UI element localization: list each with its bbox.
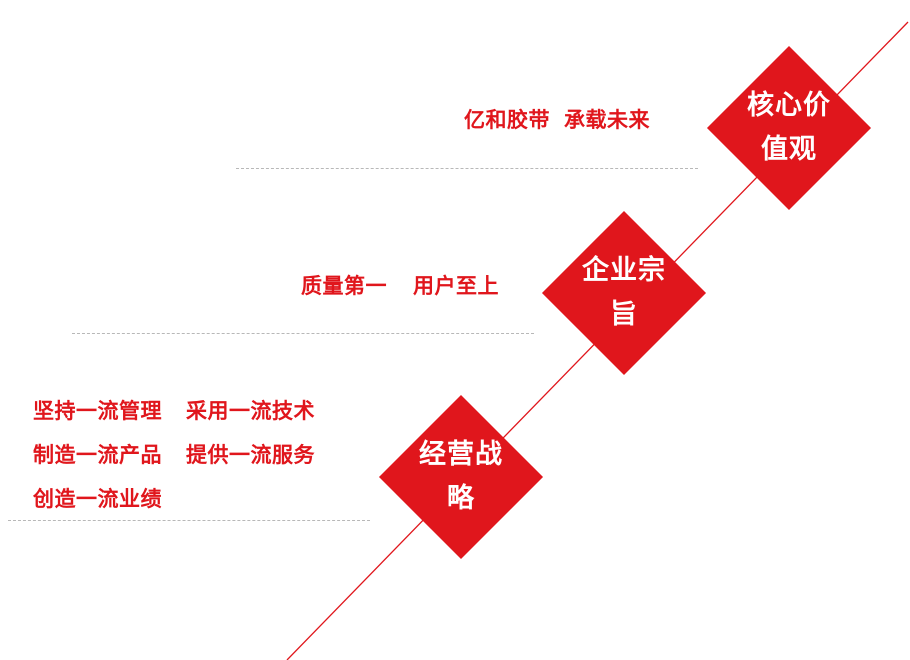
core-values-title: 核心价 值观 [747, 90, 831, 165]
strategy-text-line-3: 创造一流业绩 [33, 487, 162, 511]
strategy-title: 经营战 略 [419, 439, 503, 514]
strategy-text-line-2: 制造一流产品提供一流服务 [33, 443, 315, 467]
divider-mission [72, 333, 534, 334]
strategy-text-line-1: 坚持一流管理采用一流技术 [33, 399, 315, 423]
divider-core-values [236, 168, 698, 169]
core-values-text: 亿和胶带承载未来 [464, 108, 650, 132]
mission-title: 企业宗 旨 [582, 255, 666, 330]
mission-text: 质量第一用户至上 [301, 274, 499, 298]
divider-strategy [8, 520, 370, 521]
